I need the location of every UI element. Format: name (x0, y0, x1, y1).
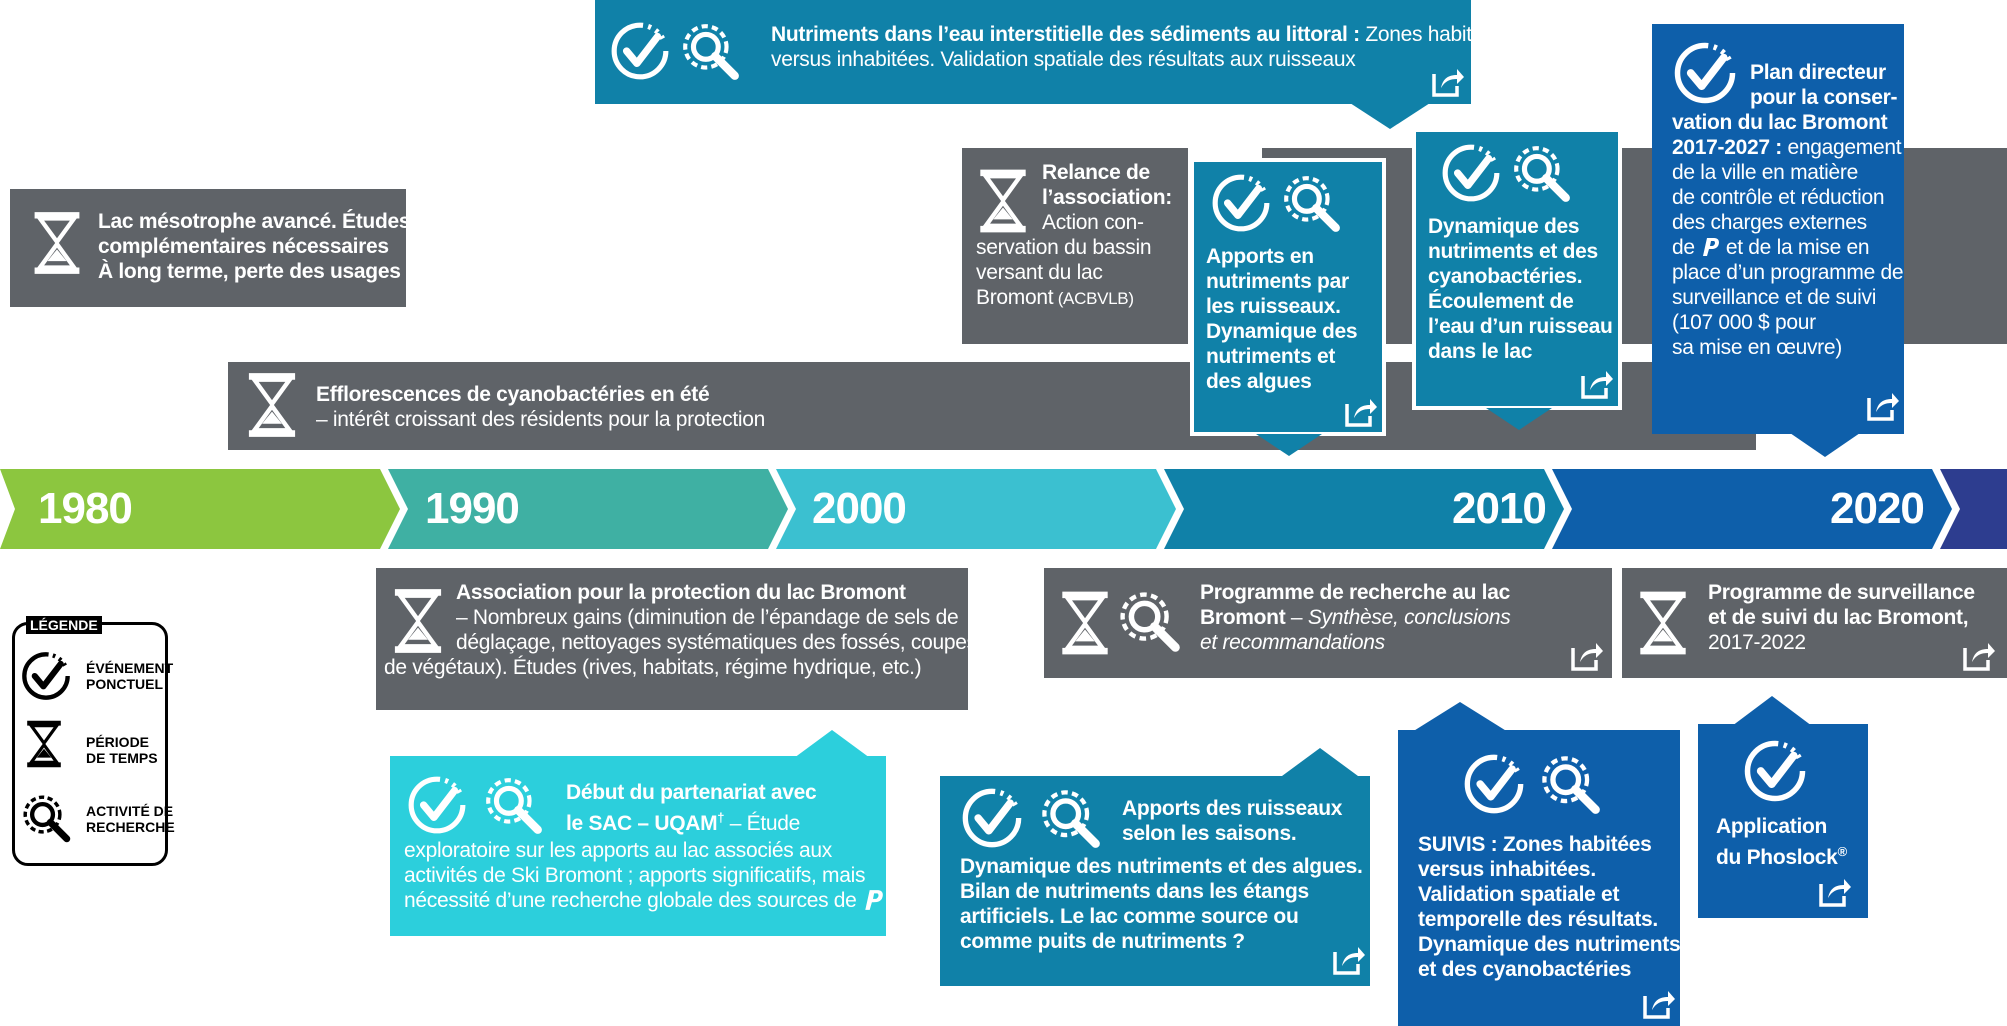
event-nutriments-eau: Nutriments dans l’eau interstitielle des… (595, 0, 1505, 104)
pointer-arrow (1732, 696, 1812, 726)
external-link-icon[interactable] (1866, 388, 1900, 422)
event-apports-saisons: Apports des ruisseaux selon les saisons.… (940, 776, 1370, 986)
pointer-arrow (1350, 103, 1430, 129)
event-mesotrophe: Lac mésotrophe avancé. Études complément… (10, 189, 414, 307)
check-clock-icon (960, 786, 1024, 850)
hourglass-icon (24, 718, 64, 770)
magnifier-icon (1038, 786, 1102, 850)
phosphorus-icon (862, 889, 884, 911)
pointer-arrow (1790, 433, 1860, 457)
hourglass-icon (30, 211, 84, 275)
year-1980: 1980 (38, 484, 133, 533)
event-plan-directeur: Plan directeur pour la conser- vation du… (1652, 24, 1904, 434)
magnifier-icon (20, 792, 72, 844)
year-2020: 2020 (1830, 484, 1925, 533)
check-clock-icon (406, 774, 468, 836)
external-link-icon[interactable] (1642, 986, 1676, 1020)
magnifier-icon (679, 20, 741, 82)
pointer-arrow (1256, 434, 1322, 456)
check-clock-icon (1462, 752, 1526, 816)
hourglass-icon (1058, 590, 1112, 656)
pointer-arrow (794, 730, 870, 758)
event-association: Association pour la protection du lac Br… (376, 568, 977, 710)
event-apports-nutriments: Apports en nutriments par les ruisseaux.… (1190, 158, 1386, 436)
hourglass-icon (976, 168, 1030, 234)
event-phoslock: Application du Phoslock® (1698, 724, 1868, 918)
magnifier-icon (1280, 172, 1342, 234)
event-programme-surveillance: Programme de surveillance et de suivi du… (1622, 568, 2007, 678)
year-1990: 1990 (425, 484, 520, 533)
external-link-icon[interactable] (1344, 394, 1378, 428)
hourglass-icon (244, 372, 300, 438)
external-link-icon[interactable] (1818, 874, 1852, 908)
external-link-icon[interactable] (1332, 942, 1366, 976)
pointer-arrow (1412, 702, 1508, 732)
pointer-arrow (1282, 748, 1358, 776)
legend-title: LÉGENDE (26, 616, 102, 634)
check-clock-icon (20, 650, 72, 702)
event-suivis: SUIVIS : Zones habitées versus inhabitée… (1398, 730, 1681, 1026)
external-link-icon[interactable] (1962, 638, 1996, 672)
magnifier-icon (1116, 588, 1182, 654)
external-link-icon[interactable] (1570, 638, 1604, 672)
year-2000: 2000 (812, 484, 907, 533)
hourglass-icon (1636, 590, 1690, 656)
year-2010: 2010 (1452, 484, 1547, 533)
event-programme-recherche: Programme de recherche au lac Bromont – … (1044, 568, 1612, 678)
event-relance: Relance de l’association: Action con- se… (962, 148, 1188, 344)
check-clock-icon (609, 20, 671, 82)
pointer-arrow (1486, 408, 1552, 430)
check-clock-icon (1210, 172, 1272, 234)
magnifier-icon (1510, 142, 1572, 204)
timeline-bar (0, 469, 2007, 549)
hourglass-icon (390, 588, 446, 654)
magnifier-icon (482, 774, 544, 836)
event-partenariat: Début du partenariat avec le SAC – UQAM†… (390, 756, 886, 936)
event-dynamique: Dynamique des nutriments et des cyanobac… (1412, 128, 1622, 410)
magnifier-icon (1538, 752, 1602, 816)
check-clock-icon (1672, 40, 1738, 106)
external-link-icon[interactable] (1431, 64, 1465, 98)
phosphorus-icon (1700, 237, 1720, 257)
check-clock-icon (1440, 142, 1502, 204)
check-clock-icon (1742, 738, 1808, 804)
external-link-icon[interactable] (1580, 366, 1614, 400)
